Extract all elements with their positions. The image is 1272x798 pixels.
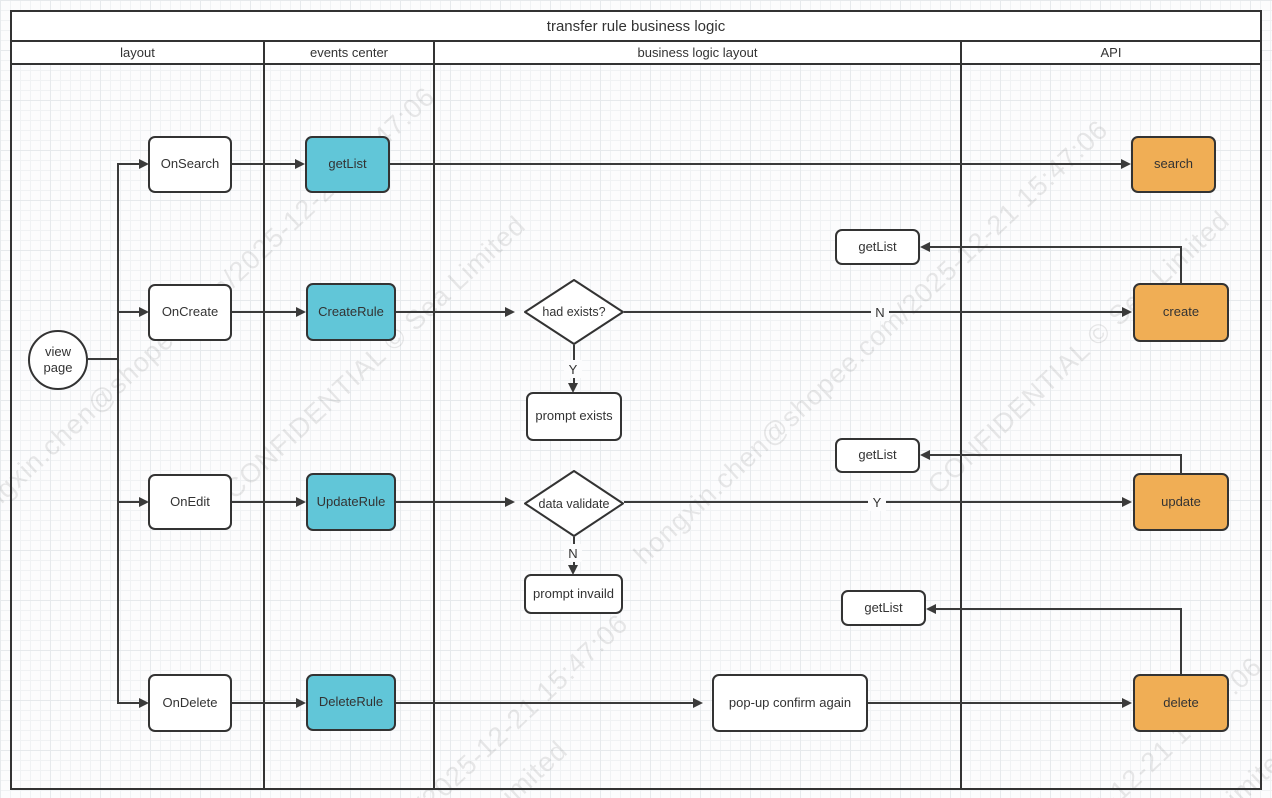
arrowhead [920,242,930,252]
flow-line [928,246,1182,248]
arrowhead [296,497,306,507]
flow-line [1180,454,1182,474]
arrowhead [505,307,515,317]
lane-header-api: API [962,42,1260,63]
flow-line [232,311,296,313]
lane-divider [263,42,265,788]
confirm-node-popup: pop-up confirm again [712,674,868,732]
refresh-node-getlist: getList [835,438,920,473]
decision-node-had-exists: had exists? [524,279,624,345]
flow-line [396,702,694,704]
trigger-node-ondelete: OnDelete [148,674,232,732]
arrowhead [1122,698,1132,708]
edge-label-no: N [871,303,889,321]
arrowhead [568,565,578,575]
arrowhead [139,497,149,507]
flow-line [232,501,296,503]
flow-line [928,454,1182,456]
arrowhead [693,698,703,708]
start-node-view-page: view page [28,330,88,390]
diagram-frame [10,10,1262,790]
arrowhead [1122,497,1132,507]
lane-divider [960,42,962,788]
flow-line [390,163,1121,165]
flow-line [117,163,139,165]
flow-line [396,501,506,503]
diagram-title: transfer rule business logic [12,12,1260,40]
prompt-invaild-node: prompt invaild [524,574,623,614]
arrowhead [920,450,930,460]
refresh-node-getlist: getList [835,229,920,265]
trigger-node-oncreate: OnCreate [148,284,232,341]
arrowhead [296,307,306,317]
arrowhead [139,307,149,317]
edge-label-yes: Y [868,493,886,511]
refresh-node-getlist: getList [841,590,926,626]
lane-header-business-logic: business logic layout [435,42,960,63]
event-node-updaterule: UpdateRule [306,473,396,531]
event-node-getlist: getList [305,136,390,193]
arrowhead [296,698,306,708]
flow-line [88,358,118,360]
decision-label: had exists? [542,305,606,319]
arrowhead [1121,159,1131,169]
decision-label: data validate [538,496,610,511]
arrowhead [1122,307,1132,317]
flow-line [117,702,139,704]
flow-line [232,163,296,165]
event-node-createrule: CreateRule [306,283,396,341]
api-node-update: update [1133,473,1229,531]
trigger-node-onsearch: OnSearch [148,136,232,193]
flow-line [934,608,1182,610]
arrowhead [139,698,149,708]
arrowhead [568,383,578,393]
arrowhead [505,497,515,507]
arrowhead [139,159,149,169]
flow-line [117,311,139,313]
decision-node-data-validate: data validate [524,470,624,537]
lane-header-events-center: events center [265,42,433,63]
flow-line [232,702,296,704]
flow-line [396,311,506,313]
header-divider [12,63,1260,65]
lane-divider [433,42,435,788]
title-divider [12,40,1260,42]
api-node-create: create [1133,283,1229,342]
flow-line [1180,608,1182,674]
event-node-deleterule: DeleteRule [306,674,396,731]
flow-line [117,501,139,503]
arrowhead [295,159,305,169]
prompt-exists-node: prompt exists [526,392,622,441]
trigger-node-onedit: OnEdit [148,474,232,530]
edge-label-no: N [564,544,582,562]
flow-line [1180,246,1182,284]
flow-line [868,702,1123,704]
lane-header-layout: layout [12,42,263,63]
api-node-search: search [1131,136,1216,193]
arrowhead [926,604,936,614]
api-node-delete: delete [1133,674,1229,732]
edge-label-yes: Y [564,360,582,378]
flow-line [117,163,119,704]
